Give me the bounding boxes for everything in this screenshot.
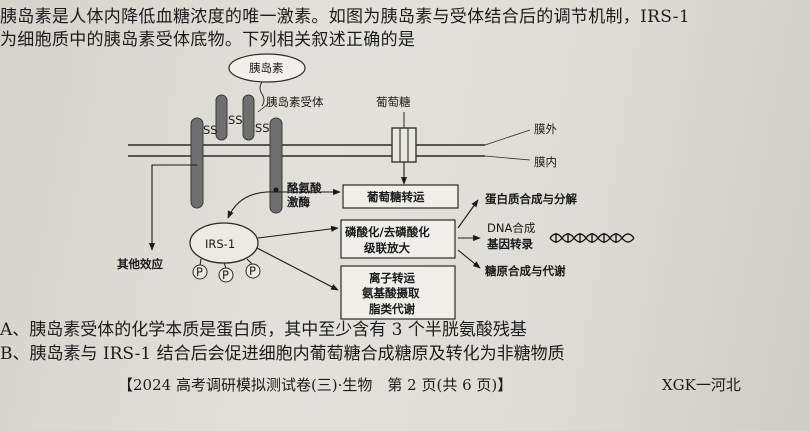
receptor-alpha-left bbox=[215, 94, 228, 141]
irs-to-ion-arrow bbox=[256, 247, 339, 291]
box-ion-line3: 脂类代谢 bbox=[368, 302, 415, 316]
membrane-inside-label: 膜内 bbox=[534, 155, 557, 169]
kinase-to-irs-arrow bbox=[227, 191, 277, 219]
inside-pointer bbox=[484, 155, 531, 161]
box-phos-line2: 级联放大 bbox=[364, 241, 410, 255]
outside-pointer bbox=[484, 129, 531, 146]
glucose-transporter bbox=[391, 127, 417, 163]
glucose-label: 葡萄糖 bbox=[376, 95, 411, 109]
box-glucose-transport-label: 葡萄糖转运 bbox=[366, 190, 425, 204]
membrane-outside-label: 膜外 bbox=[534, 122, 557, 136]
footer-region: XGK一河北 bbox=[662, 376, 741, 394]
question-line-1: 胰岛素是人体内降低血糖浓度的唯一激素。如图为胰岛素与受体结合后的调节机制，IRS… bbox=[0, 7, 690, 27]
out-dna-label-2: 基因转录 bbox=[486, 237, 533, 251]
insulin-bubble bbox=[228, 53, 306, 83]
kinase-dot bbox=[273, 187, 279, 193]
question-line-2: 为细胞质中的胰岛素受体底物。下列相关叙述正确的是 bbox=[0, 30, 416, 50]
receptor-label: 胰岛素受体 bbox=[266, 95, 324, 109]
insulin-label: 胰岛素 bbox=[249, 61, 284, 75]
phosphate-3 bbox=[245, 263, 261, 279]
ss-bond-1: SS bbox=[203, 123, 218, 137]
receptor-beta-left bbox=[190, 117, 204, 209]
out-glycogen-label: 糖原合成与代谢 bbox=[485, 264, 566, 278]
box-ion-line2: 氨基酸摄取 bbox=[362, 286, 420, 300]
out-protein-label: 蛋白质合成与分解 bbox=[485, 192, 577, 206]
other-effects-arrow bbox=[148, 164, 197, 251]
receptor-pointer bbox=[257, 103, 269, 113]
receptor-alpha-right bbox=[242, 94, 255, 141]
dna-helix-icon bbox=[549, 233, 635, 243]
other-effects-label: 其他效应 bbox=[117, 257, 163, 271]
out-dna-label-1: DNA合成 bbox=[487, 221, 536, 235]
phosphate-label-1: P bbox=[196, 265, 203, 279]
ss-bond-2: SS bbox=[228, 113, 243, 127]
insulin-pointer bbox=[259, 81, 265, 107]
phos-to-glycogen-arrow bbox=[457, 249, 481, 269]
phosphate-2 bbox=[218, 267, 234, 283]
box-glucose-transport bbox=[342, 184, 459, 209]
phosphate-1 bbox=[192, 264, 208, 280]
irs1-label: IRS-1 bbox=[205, 237, 235, 251]
footer-title: 【2024 高考调研模拟测试卷(三)·生物 第 2 页(共 6 页)】 bbox=[118, 376, 513, 394]
tyr-kinase-label-1: 酪氨酸 bbox=[287, 181, 322, 195]
option-a: A、胰岛素受体的化学本质是蛋白质，其中至少含有 3 个半胱氨酸残基 bbox=[0, 320, 527, 340]
phosphate-label-3: P bbox=[249, 264, 256, 278]
irs-to-phos-arrow bbox=[257, 225, 339, 239]
box-phos-line1: 磷酸化/去磷酸化 bbox=[345, 225, 430, 239]
box-phosphorylation bbox=[340, 219, 456, 259]
phos-to-protein-arrow bbox=[457, 199, 479, 229]
box-ion-line1: 离子转运 bbox=[369, 271, 415, 285]
option-b: B、胰岛素与 IRS-1 结合后会促进细胞内葡萄糖合成糖原及转化为非糖物质 bbox=[0, 344, 565, 364]
receptor-beta-right bbox=[269, 117, 283, 214]
ss-bond-3: SS bbox=[255, 121, 270, 135]
tyr-kinase-label-2: 激酶 bbox=[287, 195, 310, 209]
phosphate-label-2: P bbox=[222, 268, 229, 282]
box-ion-transport bbox=[340, 265, 456, 320]
